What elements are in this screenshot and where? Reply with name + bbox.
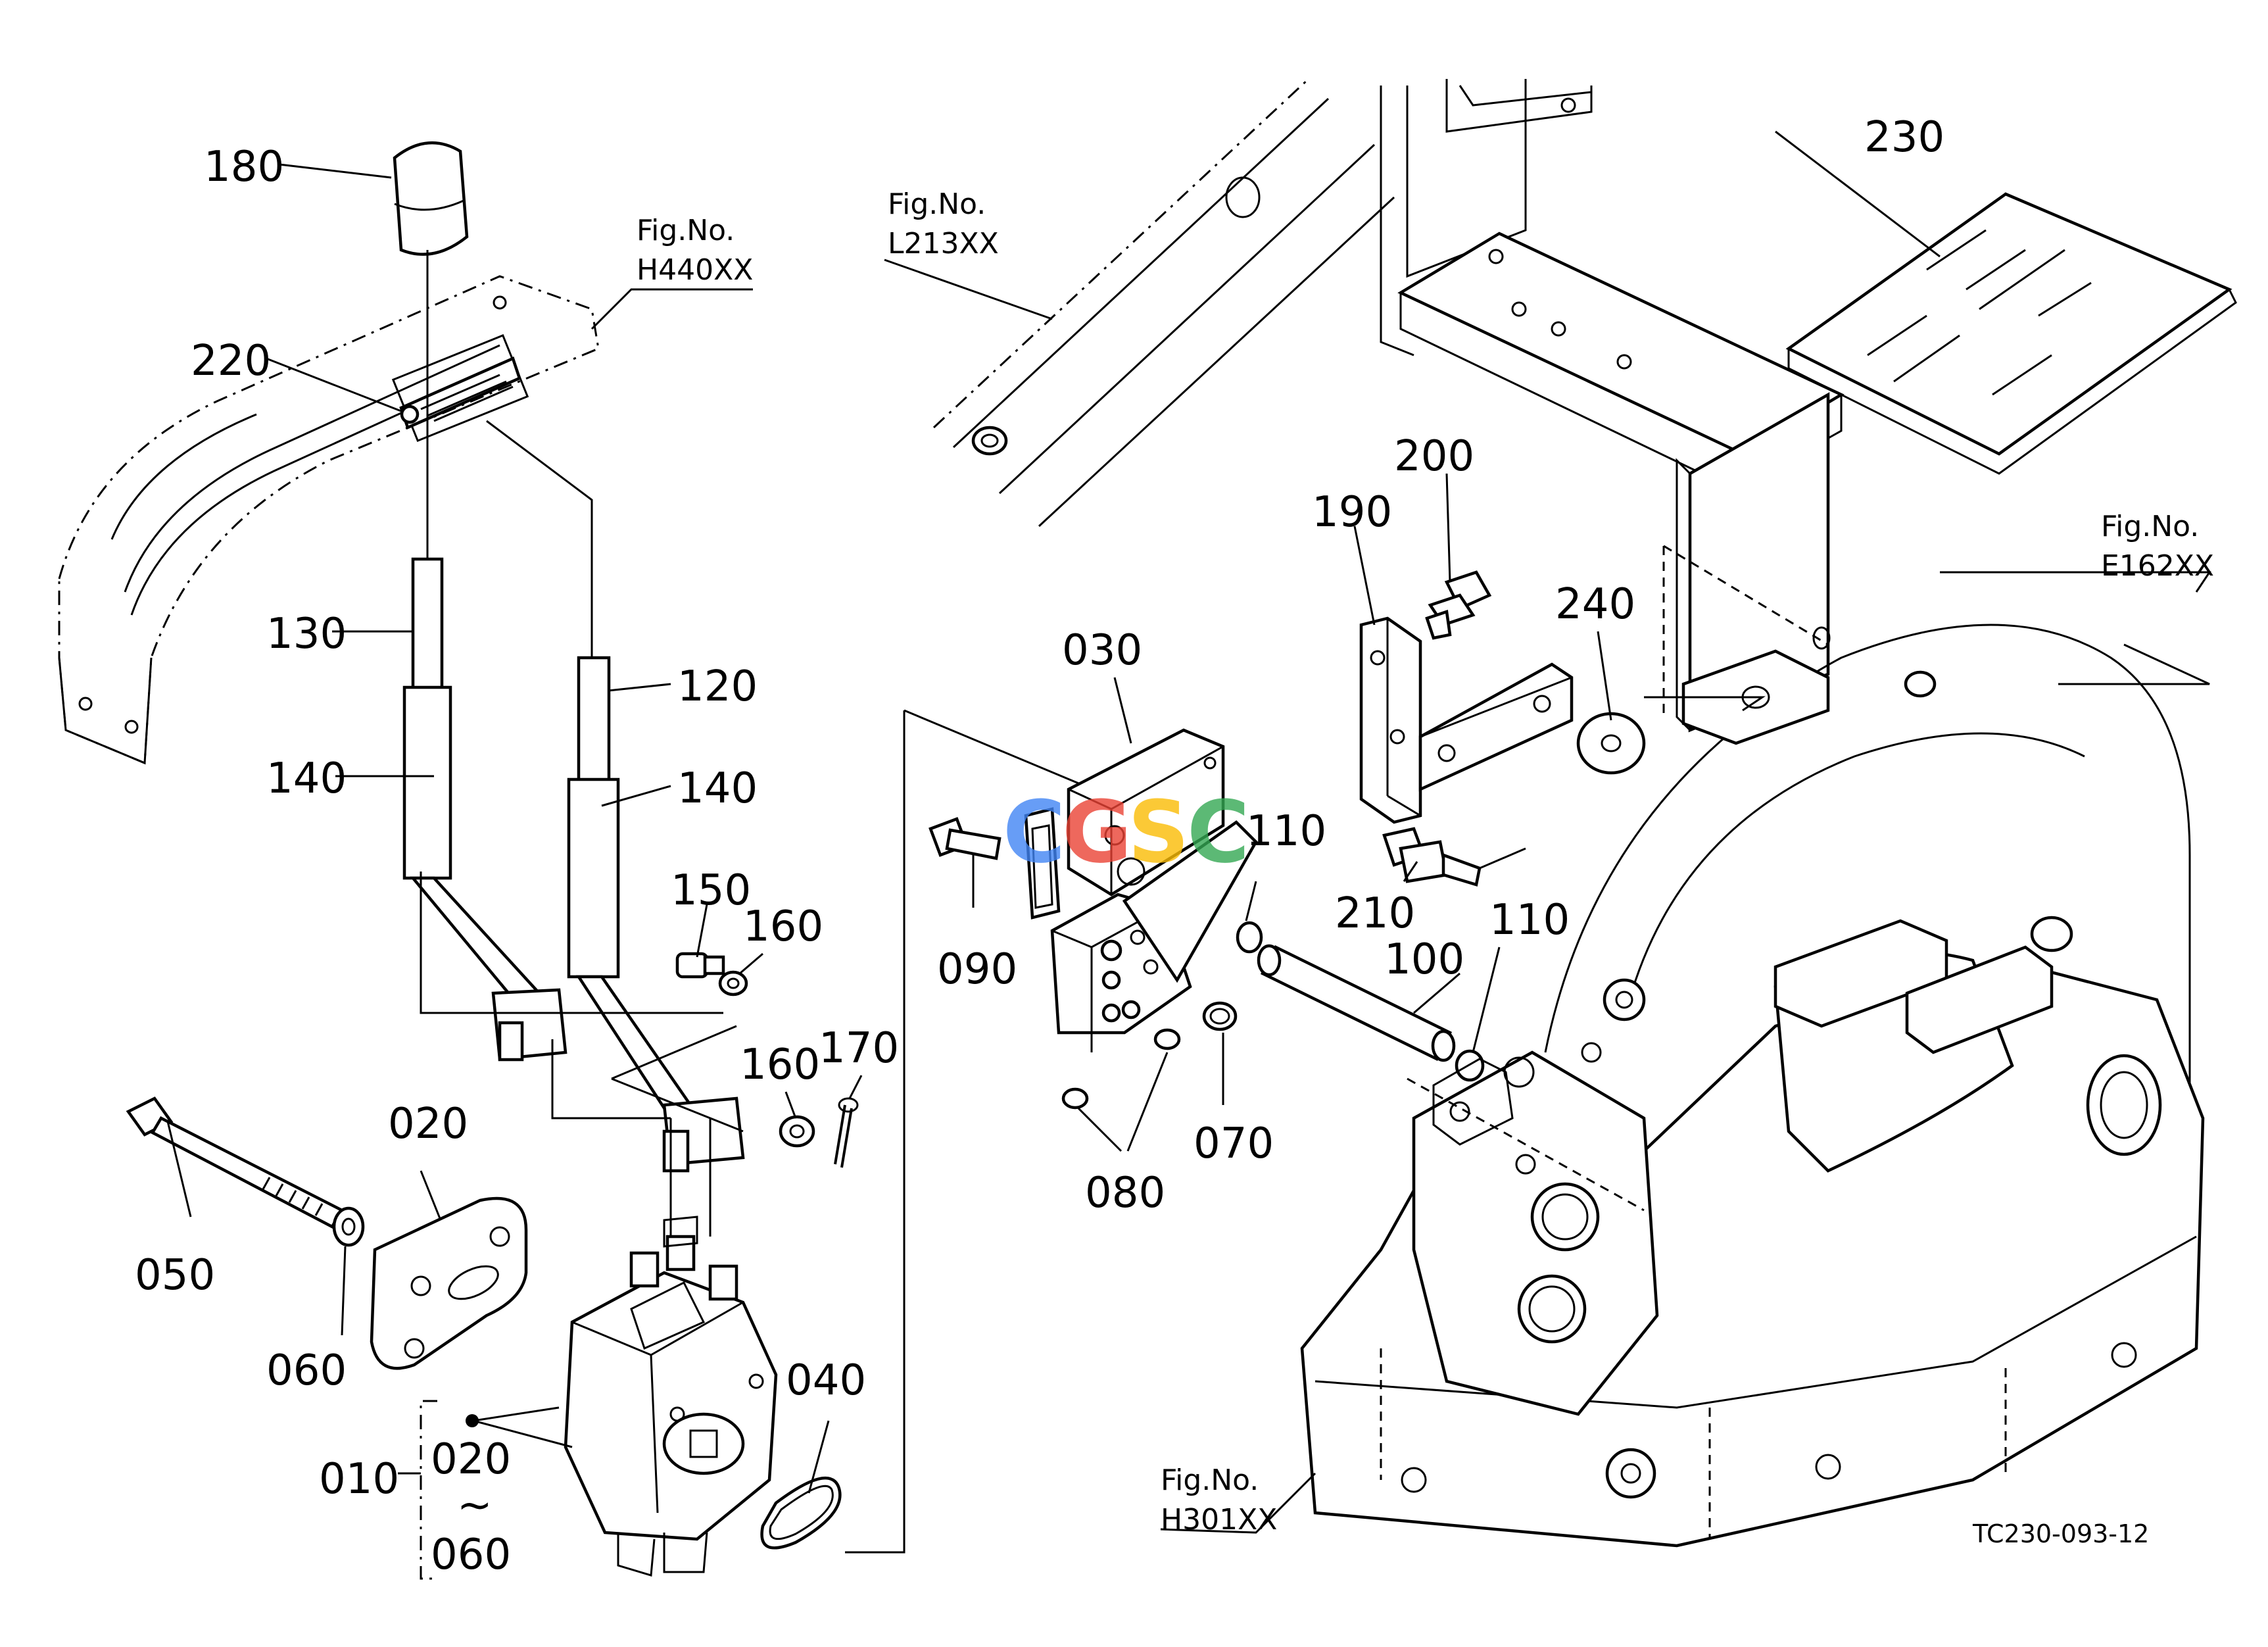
fig-ref-l213-title: Fig.No. <box>888 187 986 221</box>
o-ring-070 <box>1202 1001 1238 1031</box>
lever-guide-220 <box>399 356 521 430</box>
label-060-range: 060 <box>431 1531 511 1579</box>
washer-240 <box>1576 712 1646 775</box>
cotter-pin-170 <box>834 1097 859 1168</box>
label-170: 170 <box>819 1024 899 1073</box>
label-080: 080 <box>1085 1169 1165 1217</box>
label-130: 130 <box>266 610 347 658</box>
cover-plate-020 <box>370 1196 528 1370</box>
label-050: 050 <box>135 1251 215 1300</box>
control-valve-010 <box>564 1216 778 1577</box>
o-ring-110-a <box>1236 921 1263 954</box>
group-bracket-line <box>420 872 744 1237</box>
manifold-block <box>1050 820 1258 1052</box>
fig-ref-h301-title: Fig.No. <box>1161 1463 1259 1497</box>
manual-230 <box>1785 192 2237 475</box>
frame-l213 <box>932 78 1395 528</box>
label-010: 010 <box>319 1455 399 1504</box>
fig-ref-e162: Fig.No. E162XX <box>2101 510 2214 583</box>
label-120: 120 <box>677 662 758 711</box>
fig-ref-l213-code: L213XX <box>888 227 999 260</box>
fig-ref-e162-code: E162XX <box>2101 549 2214 583</box>
transmission-housing <box>1300 624 2205 1548</box>
label-180: 180 <box>204 143 284 191</box>
fig-ref-h440: Fig.No. H440XX <box>637 214 753 287</box>
bolt-050 <box>126 1096 345 1229</box>
bolt-200 <box>1425 570 1492 640</box>
side-plate <box>1024 807 1061 920</box>
range-tilde: ~ <box>457 1481 493 1530</box>
label-110-lower: 110 <box>1489 896 1570 945</box>
pipe-100 <box>1257 944 1456 1062</box>
pin-150 <box>675 952 725 979</box>
fig-ref-h301-code: H301XX <box>1161 1503 1277 1536</box>
label-140-left: 140 <box>266 754 347 803</box>
o-ring-040 <box>760 1476 842 1550</box>
label-240: 240 <box>1555 580 1635 629</box>
leader-lines <box>166 130 2211 1534</box>
fig-ref-l213: Fig.No. L213XX <box>888 187 999 260</box>
label-030: 030 <box>1062 626 1142 675</box>
label-140-right: 140 <box>677 764 758 813</box>
watermark-letter-2: G <box>1062 782 1132 882</box>
label-220: 220 <box>191 337 271 385</box>
label-150: 150 <box>671 866 751 915</box>
watermark-letter-3: S <box>1128 782 1190 882</box>
guide-plate <box>58 275 600 765</box>
lever-130-140 <box>402 250 567 1062</box>
label-020-range: 020 <box>431 1435 511 1484</box>
label-200: 200 <box>1394 432 1474 481</box>
washer-160-a <box>718 970 748 996</box>
o-ring-080-a <box>1061 1087 1089 1110</box>
label-110-upper: 110 <box>1246 807 1326 856</box>
label-100: 100 <box>1384 935 1464 984</box>
watermark-logo: C G S C <box>1003 782 1249 882</box>
valve-bracket-line <box>845 710 905 1554</box>
bolt-090 <box>929 817 1001 860</box>
label-090: 090 <box>937 945 1017 994</box>
drawing-code: TC230-093-12 <box>1972 1519 2149 1548</box>
watermark-letter-1: C <box>1003 782 1065 882</box>
label-020: 020 <box>388 1100 468 1148</box>
label-230: 230 <box>1864 113 1944 162</box>
label-210: 210 <box>1335 889 1415 938</box>
lever-knob-180 <box>393 141 469 256</box>
o-ring-080-b <box>1153 1028 1181 1050</box>
range-bracket-010 <box>398 1400 479 1580</box>
label-160-upper: 160 <box>743 902 823 951</box>
label-190: 190 <box>1312 488 1392 537</box>
washer-160-b <box>779 1115 815 1148</box>
label-160-lower: 160 <box>740 1041 820 1089</box>
fig-ref-e162-title: Fig.No. <box>2101 510 2199 543</box>
label-040: 040 <box>786 1356 866 1405</box>
upper-bracket <box>1380 79 1845 733</box>
label-070: 070 <box>1194 1119 1274 1168</box>
part-number-labels: 180 220 130 140 120 140 150 160 160 170 … <box>135 113 1944 1579</box>
bolt-210 <box>1382 827 1482 887</box>
bracket-190 <box>1359 616 1574 824</box>
label-060: 060 <box>266 1346 347 1395</box>
spring-washer-060 <box>332 1206 365 1247</box>
valve-block-030 <box>1067 728 1225 897</box>
watermark-letter-4: C <box>1187 782 1249 882</box>
fig-ref-h301: Fig.No. H301XX <box>1161 1463 1277 1536</box>
fig-ref-h440-code: H440XX <box>637 253 753 287</box>
fig-ref-h440-title: Fig.No. <box>637 214 735 247</box>
